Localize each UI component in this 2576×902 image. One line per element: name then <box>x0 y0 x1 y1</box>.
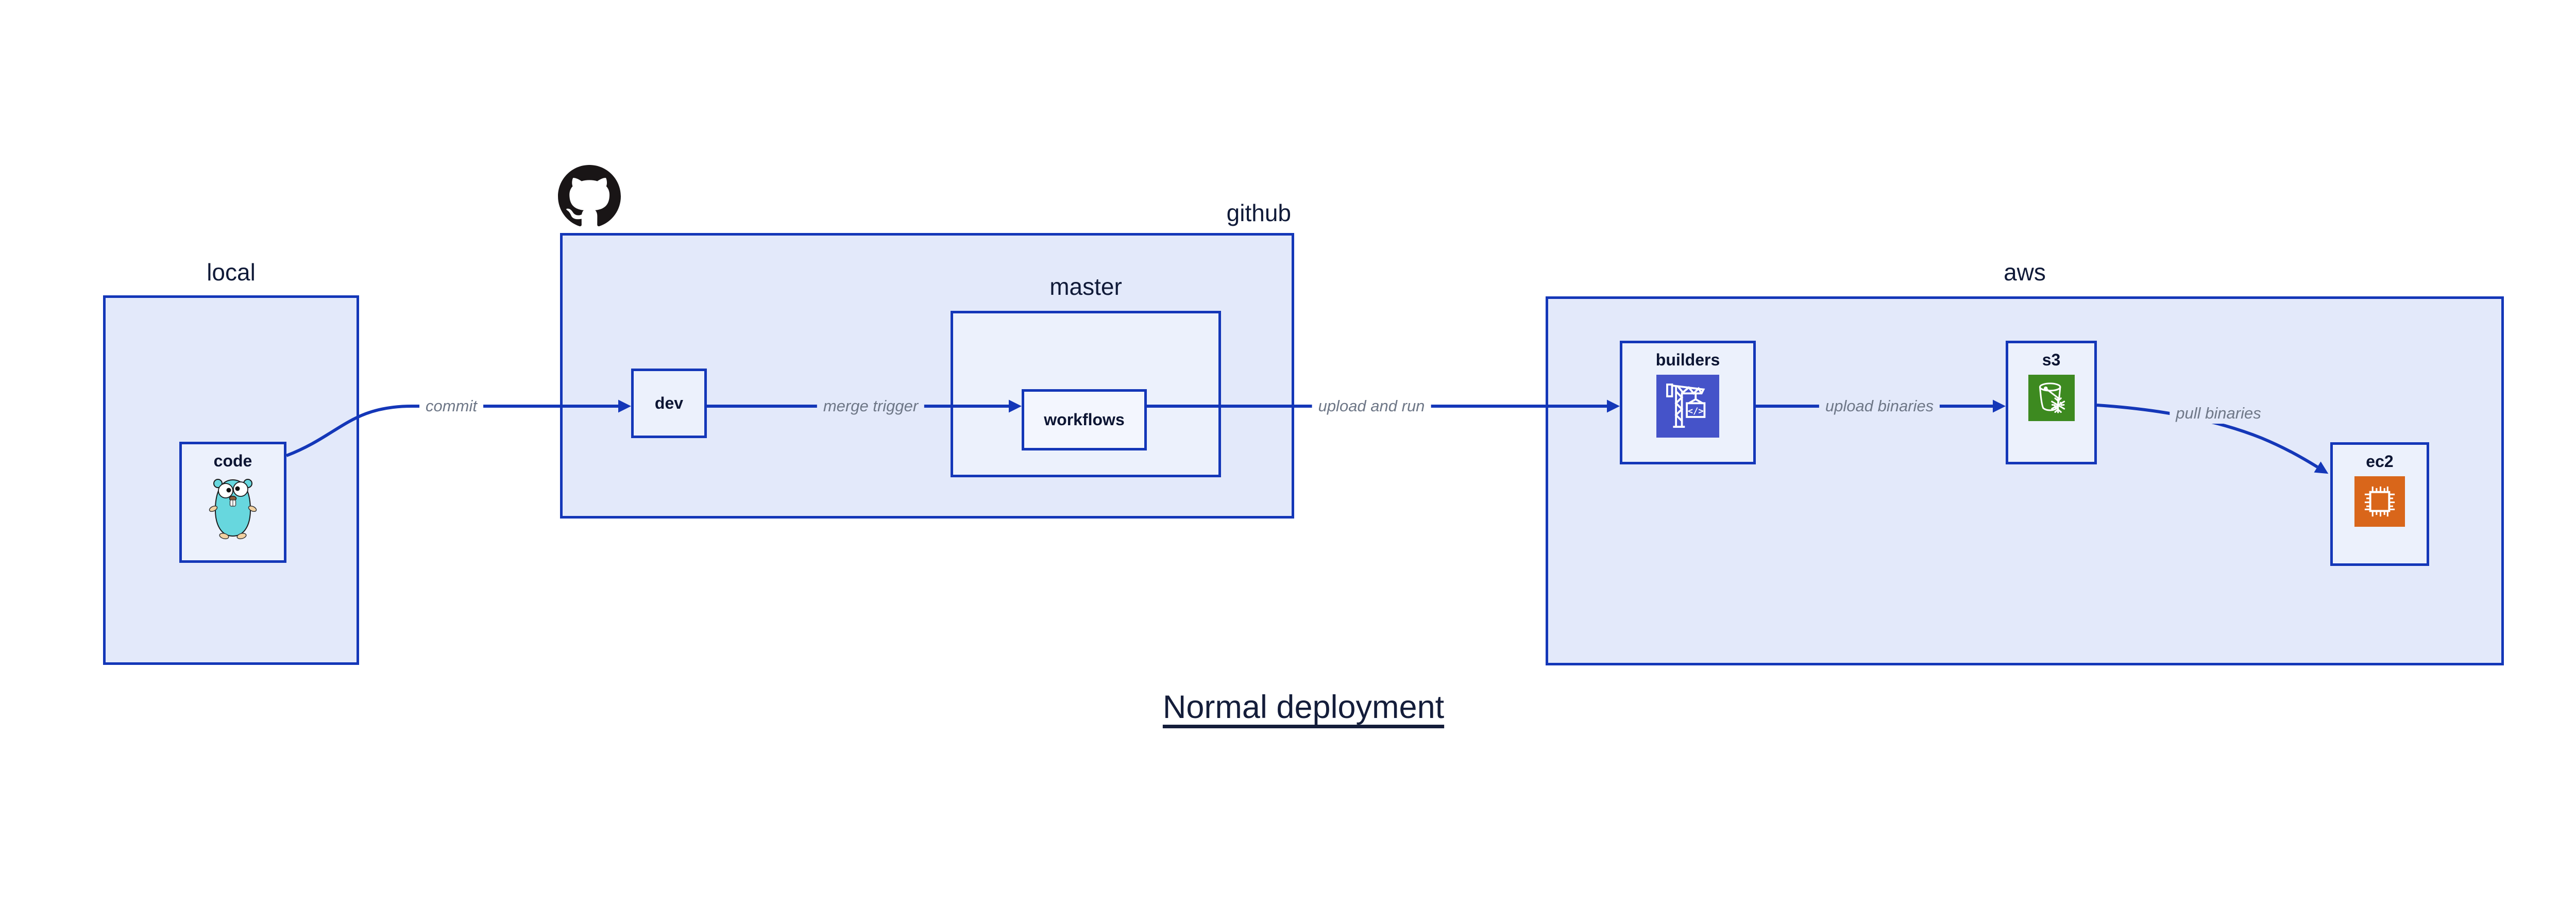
workflows-node-label: workflows <box>1044 410 1125 429</box>
ec2-node: ec2 <box>2330 442 2429 566</box>
code-node: code <box>179 442 286 563</box>
s3-node: s3 <box>2006 341 2097 464</box>
master-container-label: master <box>1049 273 1122 300</box>
ec2-node-label: ec2 <box>2366 452 2394 471</box>
code-node-label: code <box>213 452 252 470</box>
aws-ec2-icon <box>2354 476 2405 527</box>
commit-edge-label: commit <box>419 396 483 416</box>
aws-s3-glacier-icon <box>2028 375 2075 421</box>
builders-node-label: builders <box>1655 350 1720 369</box>
go-gopher-icon <box>209 479 257 540</box>
aws-codebuild-icon: </> <box>1656 375 1719 438</box>
svg-text:</>: </> <box>1688 406 1704 416</box>
builders-node: builders </> <box>1620 341 1756 464</box>
workflows-node: workflows <box>1022 389 1147 450</box>
dev-node-label: dev <box>654 394 684 412</box>
github-container-label: github <box>1226 199 1291 226</box>
upload-and-run-edge-label: upload and run <box>1312 396 1431 416</box>
upload-binaries-edge-label: upload binaries <box>1819 396 1940 416</box>
aws-container-label: aws <box>2004 259 2046 286</box>
diagram-title: Normal deployment <box>1162 689 1445 725</box>
merge-trigger-edge-label: merge trigger <box>817 396 925 416</box>
pull-binaries-edge-label: pull binaries <box>2170 403 2267 424</box>
s3-node-label: s3 <box>2042 350 2061 369</box>
local-container-label: local <box>207 259 256 286</box>
dev-node: dev <box>631 369 707 438</box>
github-octocat-icon <box>558 165 621 226</box>
